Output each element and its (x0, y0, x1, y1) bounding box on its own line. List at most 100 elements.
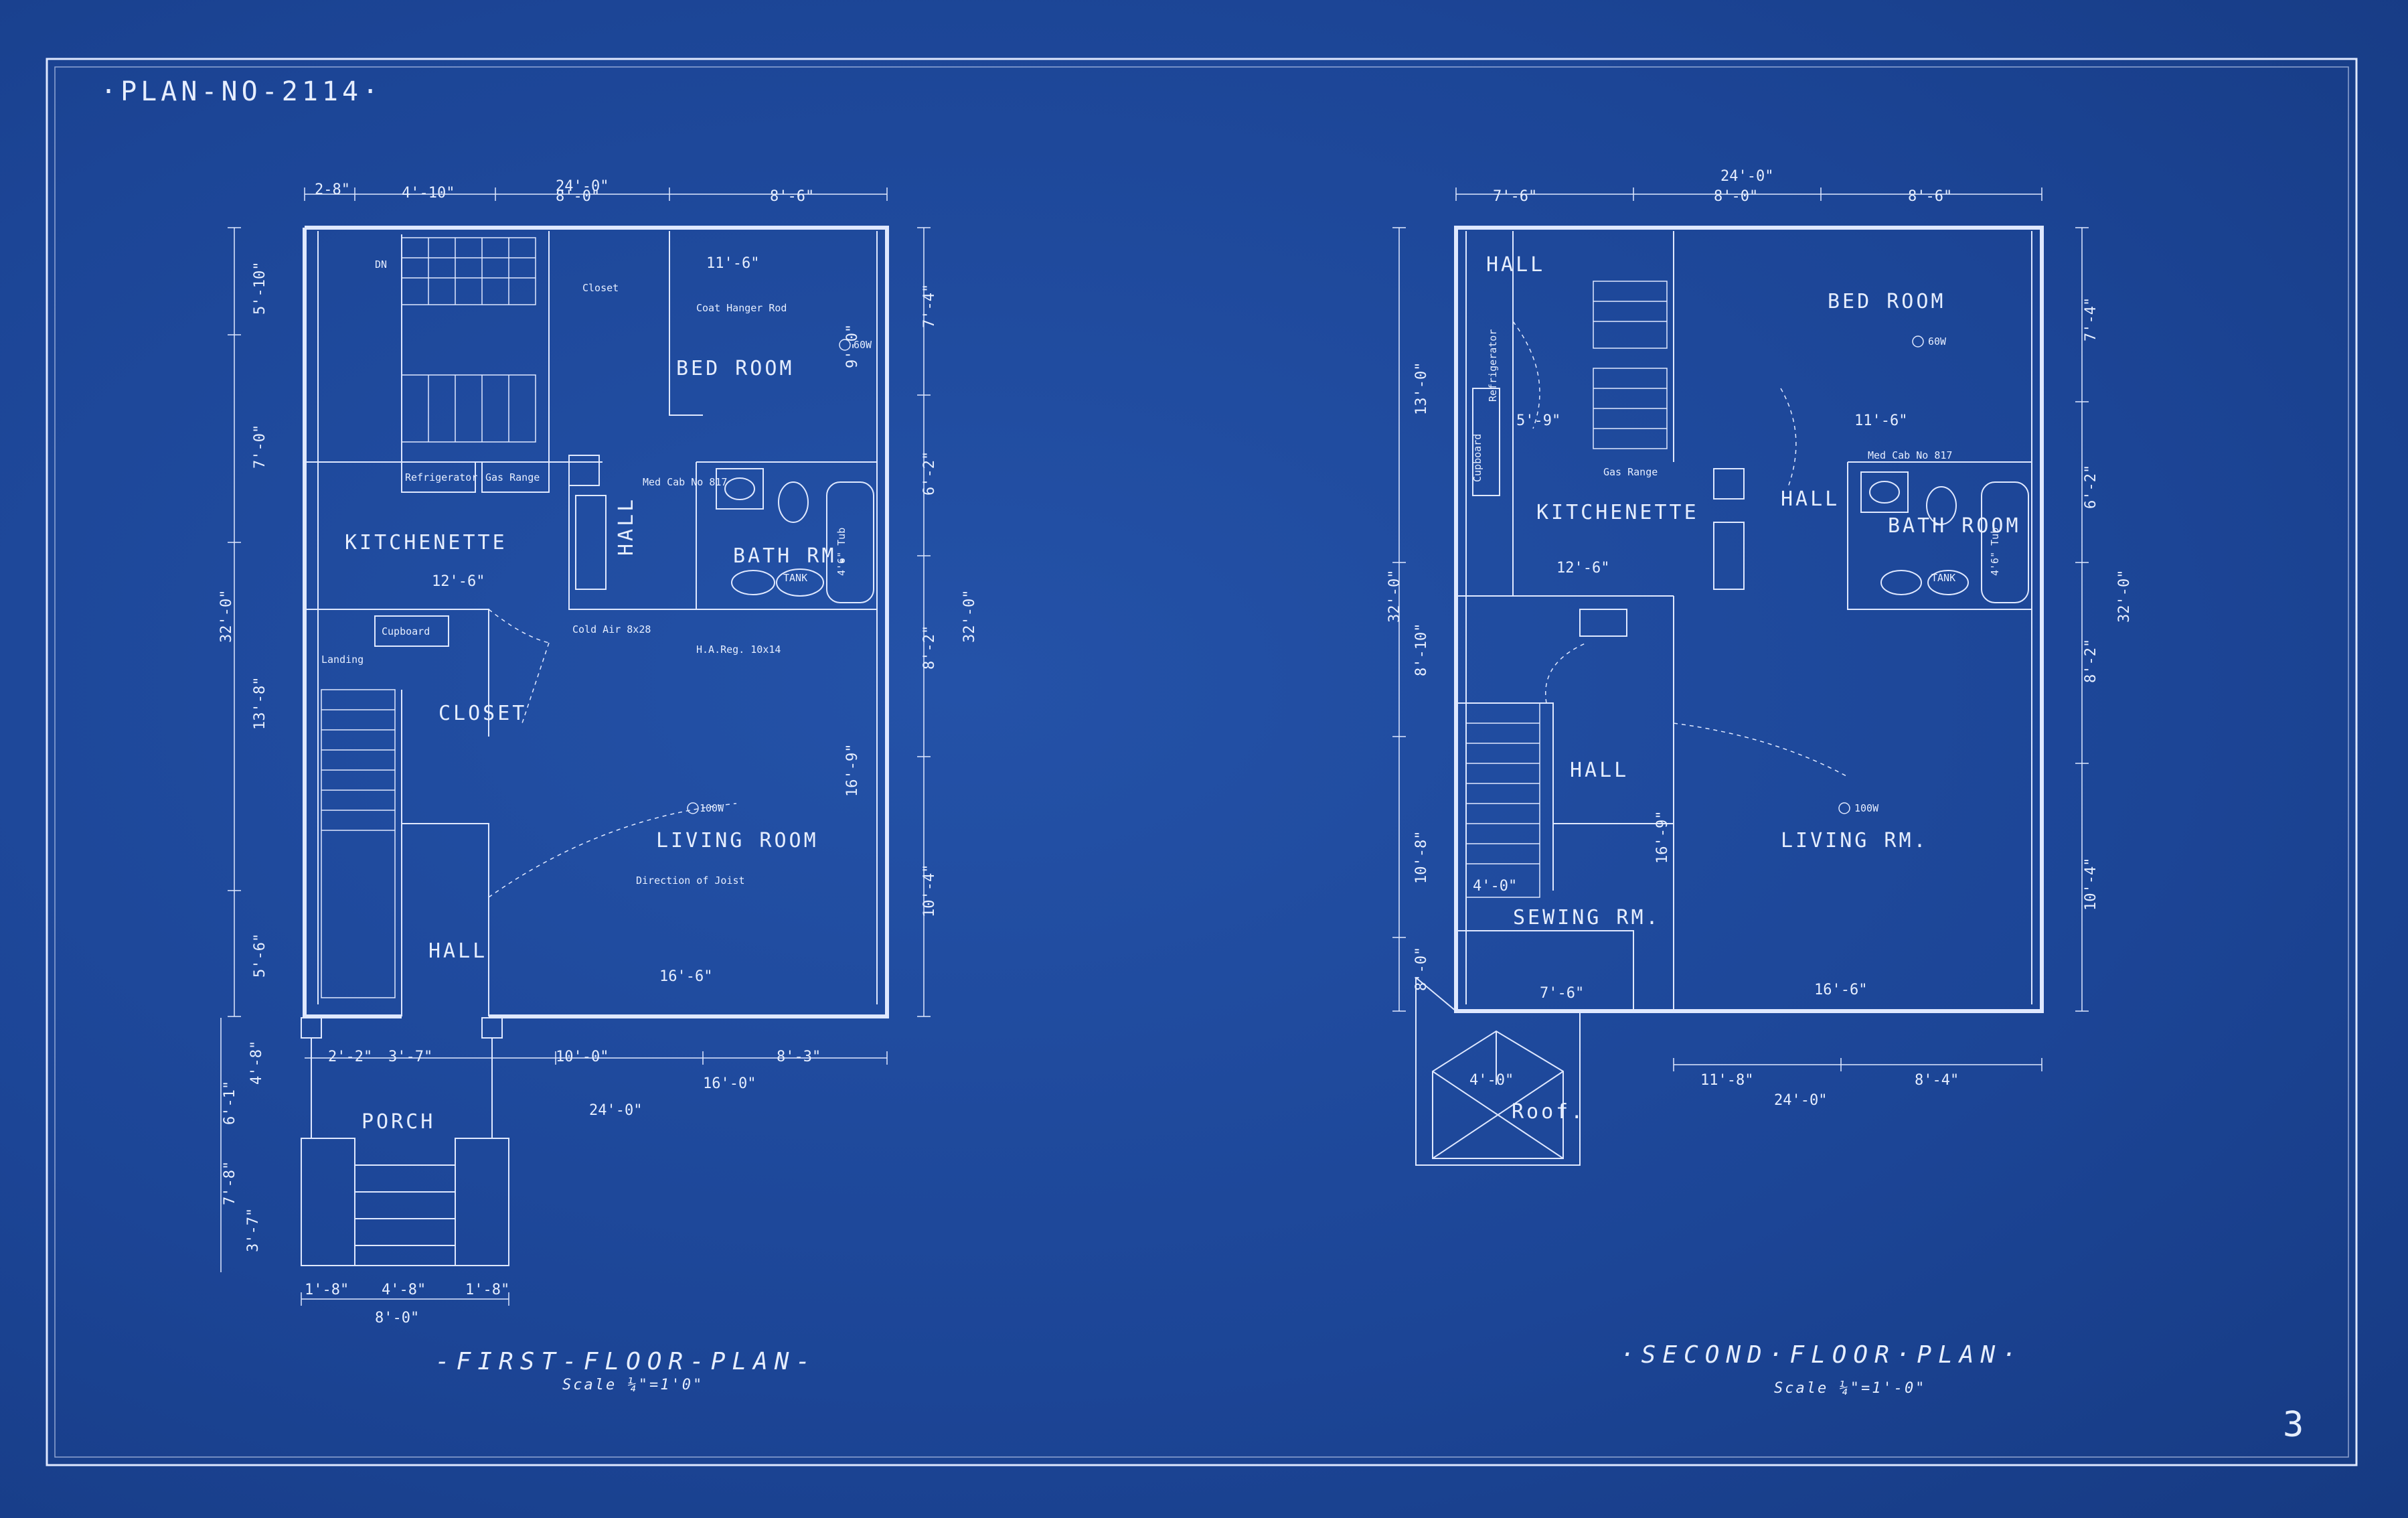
sf-dim-top-b: 8'-0" (1714, 188, 1758, 205)
sf-dim-bed-w: 11'-6" (1854, 412, 1907, 429)
ff-closet-label: CLOSET (438, 702, 527, 725)
sf-hall-mid-label: HALL (1781, 487, 1840, 511)
second-floor-door-swings (1512, 321, 1848, 777)
ff-dim-porch-left-d: 3'-7" (245, 1208, 262, 1252)
ff-dim-left-d: 5'-6" (252, 933, 268, 978)
sf-dim-left-total: 32'-0" (1386, 570, 1403, 623)
sf-med-cab-note: Med Cab No 817 (1868, 449, 1952, 461)
ff-gas-range-note: Gas Range (485, 471, 540, 483)
sf-living-rm-label: LIVING RM. (1781, 829, 1929, 852)
first-floor-plan: BED ROOM KITCHENETTE HALL BATH RM. LIVIN… (218, 178, 978, 1393)
ff-dim-bed-h: 9'-0" (844, 324, 861, 368)
sf-bed-light-icon (1912, 335, 1924, 348)
ff-dim-right-a: 7'-4" (921, 284, 938, 328)
first-floor-inner-walls (305, 231, 878, 1016)
sf-dim-top-c: 8'-6" (1908, 188, 1952, 205)
ff-dim-bottom-c: 16'-0" (703, 1075, 756, 1092)
ff-bath-rm-label: BATH RM. (733, 544, 852, 568)
ff-dim-top-total: 24'-0" (556, 178, 609, 195)
ff-bed-room-label: BED ROOM (676, 357, 795, 380)
ff-dim-porch-b: 3'-7" (388, 1049, 432, 1065)
ff-porch-label: PORCH (362, 1110, 435, 1134)
sheet-inner-border (54, 66, 2349, 1458)
second-floor-dimension-lines (1392, 187, 2089, 1071)
sf-dim-right-b: 6'-2" (2083, 465, 2099, 509)
sf-dim-roof-w: 4'-0" (1469, 1072, 1514, 1089)
ff-dim-bottom-total: 24'-0" (589, 1102, 642, 1119)
ff-living-room-label: LIVING ROOM (656, 829, 819, 852)
ff-dim-top-d: 8'-6" (770, 188, 814, 205)
ff-dim-porch-left-a: 6'-1" (222, 1081, 238, 1125)
ff-lower-hall-label: HALL (428, 939, 487, 963)
ff-dim-top-b: 4'-10" (402, 185, 455, 202)
sf-living-light-note: 100W (1854, 802, 1879, 814)
sf-dim-bottom-b: 8'-4" (1915, 1072, 1959, 1089)
ff-hall-label: HALL (615, 497, 638, 556)
sf-dim-bottom-a: 11'-8" (1700, 1072, 1753, 1089)
first-floor-outer-walls (303, 226, 889, 1018)
sf-dim-stair-w: 4'-0" (1473, 878, 1517, 895)
ff-tub-note: 4'6" Tub (835, 528, 848, 576)
ff-bed-light-icon (839, 339, 851, 351)
ff-dim-bed-w: 11'-6" (706, 255, 759, 272)
sf-living-light-icon (1838, 802, 1850, 814)
ff-living-light-note: 100W (700, 802, 724, 814)
ff-direction-joist-note: Direction of Joist (636, 875, 745, 887)
ff-title: -FIRST-FLOOR-PLAN- (435, 1348, 817, 1375)
sf-sewing-rm-label: SEWING RM. (1513, 906, 1661, 929)
sf-dim-living-w: 16'-6" (1814, 982, 1867, 998)
second-floor-outer-walls (1454, 226, 2044, 1013)
sf-dim-top-total: 24'-0" (1720, 168, 1773, 185)
ff-coat-hanger-note: Coat Hanger Rod (696, 302, 787, 314)
sf-roof-label: Roof. (1512, 1100, 1585, 1124)
ff-dim-top-c: 8'-0" (556, 188, 600, 205)
ff-med-cab-note: Med Cab No 817 (643, 476, 727, 488)
sf-kitchenette-label: KITCHENETTE (1536, 501, 1699, 524)
second-floor-stairs (1465, 281, 1668, 898)
sf-dim-left-b: 8'-10" (1413, 623, 1430, 676)
first-floor-door-swings (488, 609, 737, 898)
first-floor-stairs (321, 237, 536, 998)
ff-refrigerator-note: Refrigerator (405, 471, 477, 483)
ff-dim-porch-c: 1'-8" (305, 1282, 349, 1298)
sf-dim-living-h: 16'-9" (1654, 811, 1671, 864)
ff-dim-top-a: 2-8" (315, 181, 350, 198)
sf-dim-kitchen-w: 12'-6" (1556, 560, 1609, 577)
sf-cupboard-note: Cupboard (1471, 434, 1483, 482)
second-floor-fixtures (1472, 388, 2029, 637)
sf-title: ·SECOND·FLOOR·PLAN· (1620, 1341, 2023, 1369)
ff-dim-porch-e: 1'-8" (465, 1282, 509, 1298)
ff-dim-right-c: 8'-2" (921, 625, 938, 670)
ff-dim-bottom-a: 10'-0" (556, 1049, 609, 1065)
ff-living-light-icon (687, 802, 699, 814)
ff-dn-label: DN (375, 258, 387, 271)
first-floor-kitchen-fixtures (374, 455, 607, 647)
ff-dim-left-b: 7'-0" (252, 425, 268, 469)
ff-dim-right-b: 6'-2" (921, 451, 938, 496)
sf-dim-right-c: 8'-2" (2083, 639, 2099, 683)
sf-dim-right-d: 10'-4" (2083, 858, 2099, 911)
ff-dim-right-d: 10'-4" (921, 864, 938, 917)
sf-bed-room-label: BED ROOM (1828, 290, 1946, 313)
ff-dim-porch-left-c: 7'-8" (222, 1161, 238, 1205)
sf-dim-right-a: 7'-4" (2083, 297, 2099, 341)
plan-number: ·PLAN-NO-2114· (100, 76, 382, 107)
ff-dim-porch-d: 4'-8" (382, 1282, 426, 1298)
sf-dim-bottom-total: 24'-0" (1774, 1092, 1827, 1109)
sf-dim-left-c: 10'-8" (1413, 831, 1430, 884)
sf-bed-light-note: 60W (1928, 335, 1947, 348)
ff-tank-note: TANK (783, 572, 807, 584)
ff-dim-porch-a: 2'-2" (328, 1049, 372, 1065)
sheet-border (46, 58, 2358, 1466)
sf-dim-top-a: 7'-6" (1493, 188, 1537, 205)
ff-cold-air-note: Cold Air 8x28 (572, 623, 651, 635)
ff-cupboard-note: Cupboard (382, 625, 430, 637)
ff-dim-porch-w: 8'-0" (375, 1310, 419, 1326)
ff-dim-bottom-b: 8'-3" (777, 1049, 821, 1065)
sf-scale: Scale ¼"=1'-0" (1774, 1380, 1926, 1397)
sf-hall-lower-label: HALL (1570, 759, 1629, 782)
ff-bed-light-note: 60W (854, 339, 872, 351)
ff-dim-left-a: 5'-10" (252, 262, 268, 315)
